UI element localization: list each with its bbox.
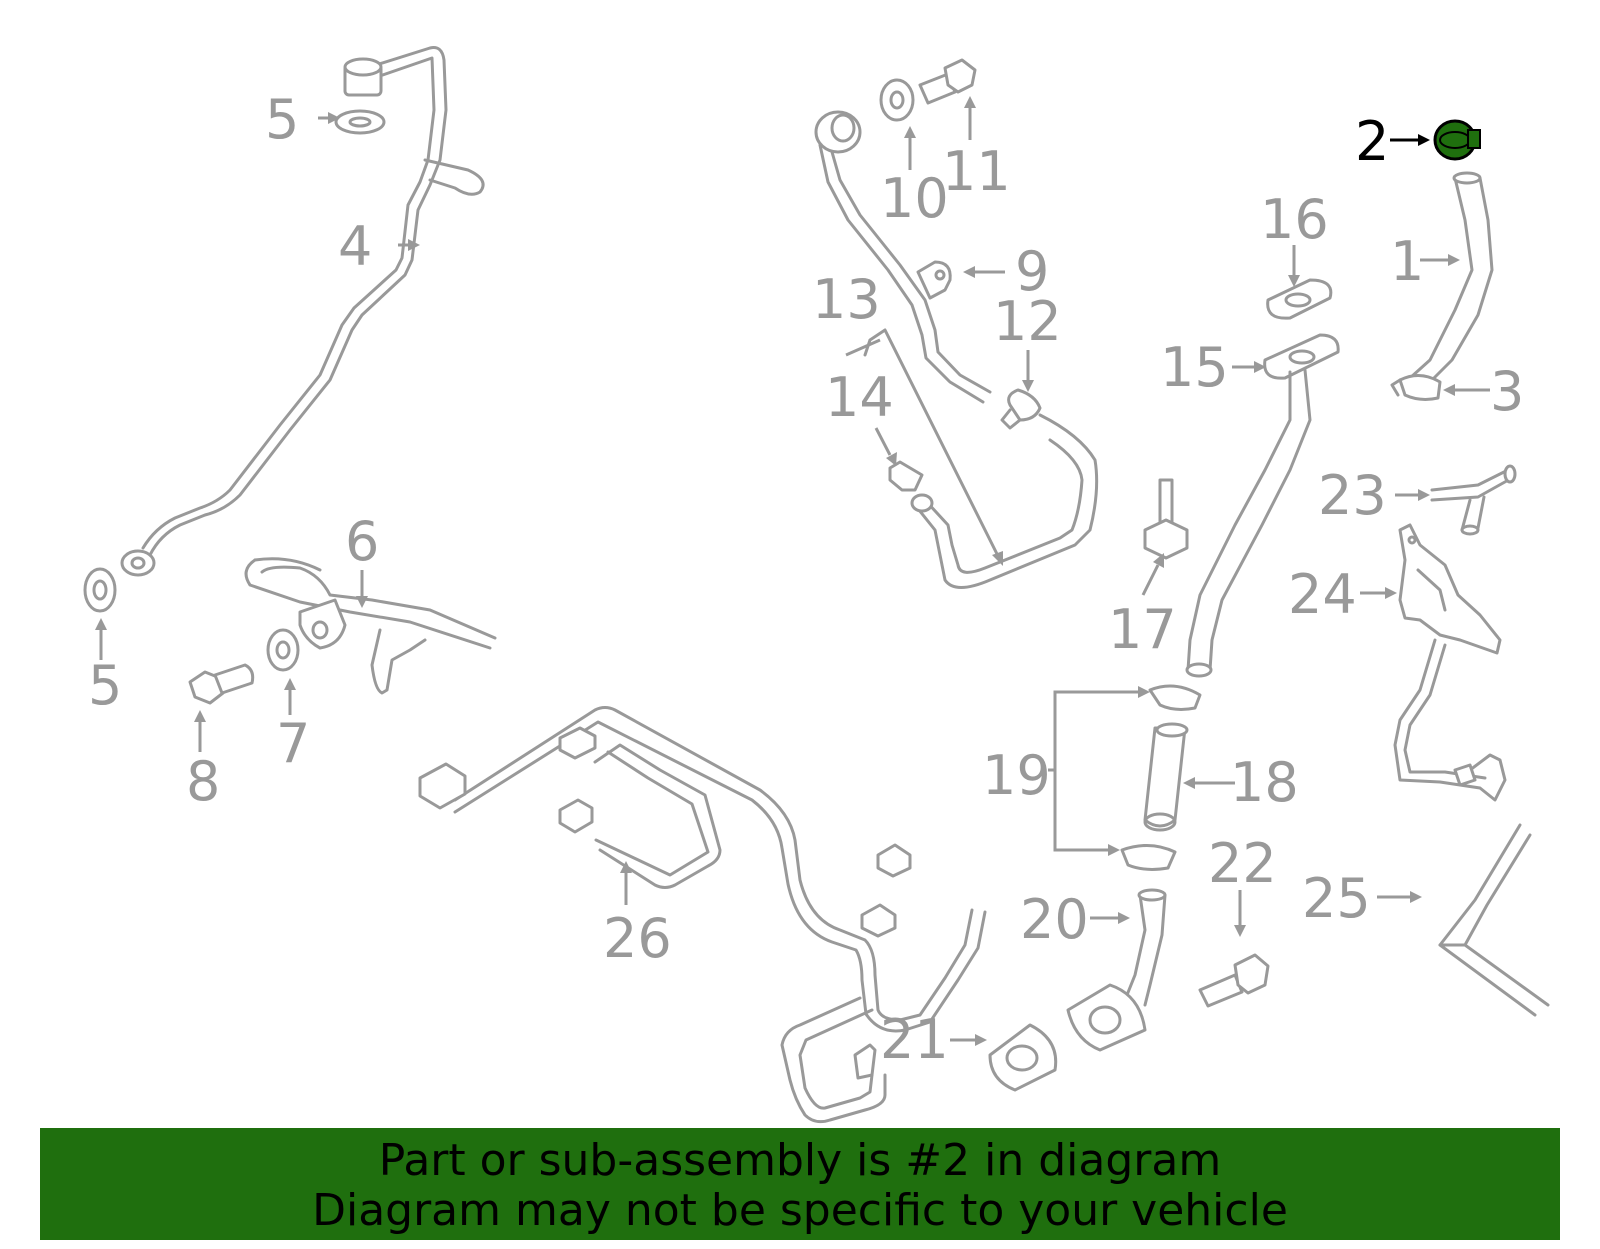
callout-23: 23 xyxy=(1318,464,1387,527)
part-23-pipe xyxy=(1430,464,1517,536)
banner-line-2: Diagram may not be specific to your vehi… xyxy=(312,1185,1288,1236)
part-8-bolt xyxy=(188,663,255,705)
callout-2-highlighted: 2 xyxy=(1355,110,1389,173)
part-15-pipe xyxy=(1185,333,1340,678)
part-24-wire xyxy=(1393,638,1507,802)
part-22-bolt xyxy=(1198,953,1270,1008)
callout-1: 1 xyxy=(1390,230,1424,293)
part-9-pipe xyxy=(814,110,992,404)
callout-22: 22 xyxy=(1208,832,1277,895)
part-5-washer-top xyxy=(334,109,386,135)
part-11-bolt xyxy=(918,58,977,105)
part-16-gasket xyxy=(1266,278,1333,320)
part-21-gasket xyxy=(988,1023,1058,1092)
callout-15: 15 xyxy=(1160,336,1229,399)
callout-18: 18 xyxy=(1230,751,1299,814)
part-3-clamp xyxy=(1390,374,1442,401)
callout-24: 24 xyxy=(1288,563,1357,626)
banner-line-1: Part or sub-assembly is #2 in diagram xyxy=(378,1135,1222,1186)
callout-5-top: 5 xyxy=(265,88,299,151)
part-6-pipe-bracket xyxy=(244,557,497,695)
callout-19: 19 xyxy=(982,744,1051,807)
callout-21: 21 xyxy=(880,1008,949,1071)
callout-3: 3 xyxy=(1490,360,1524,423)
leader-lines xyxy=(95,96,1490,1046)
part-26-harness xyxy=(418,706,987,1124)
callout-11: 11 xyxy=(942,140,1011,203)
callout-13: 13 xyxy=(812,268,881,331)
leader-line-2-highlight xyxy=(1390,134,1430,146)
part-13-hose xyxy=(863,328,1099,589)
part-7-washer xyxy=(266,628,300,672)
part-5-washer-bottom xyxy=(83,567,117,613)
part-17-bolt xyxy=(1143,478,1189,560)
part-24-bracket xyxy=(1398,523,1502,655)
callout-4: 4 xyxy=(338,215,372,278)
part-12-clamp xyxy=(1000,388,1042,430)
callout-labels: 5 4 5 6 7 8 9 10 11 12 13 14 15 16 17 18… xyxy=(88,88,1524,1071)
part-20-pipe xyxy=(1066,888,1167,1052)
callout-25: 25 xyxy=(1302,867,1371,930)
callout-10: 10 xyxy=(880,167,949,230)
callout-9: 9 xyxy=(1015,240,1049,303)
part-19-clamp-top xyxy=(1148,684,1202,711)
part-18-hose xyxy=(1143,722,1189,832)
callout-26: 26 xyxy=(603,907,672,970)
part-1-hose xyxy=(1408,171,1494,382)
part-14-cap xyxy=(888,460,924,492)
part-2-clamp xyxy=(1433,119,1481,161)
callout-17: 17 xyxy=(1108,598,1177,661)
callout-16: 16 xyxy=(1260,188,1329,251)
callout-7: 7 xyxy=(276,712,310,775)
callout-8: 8 xyxy=(186,750,220,813)
info-banner: Part or sub-assembly is #2 in diagram Di… xyxy=(40,1128,1560,1240)
callout-6: 6 xyxy=(345,510,379,573)
part-4-pipe xyxy=(120,46,485,577)
callout-5-bottom: 5 xyxy=(88,654,122,717)
callout-20: 20 xyxy=(1020,888,1089,951)
part-25-hose xyxy=(1438,823,1550,1017)
part-19-clamp-bottom xyxy=(1120,844,1177,871)
part-10-washer xyxy=(879,78,915,122)
callout-12: 12 xyxy=(993,290,1062,353)
callout-14: 14 xyxy=(825,366,894,429)
